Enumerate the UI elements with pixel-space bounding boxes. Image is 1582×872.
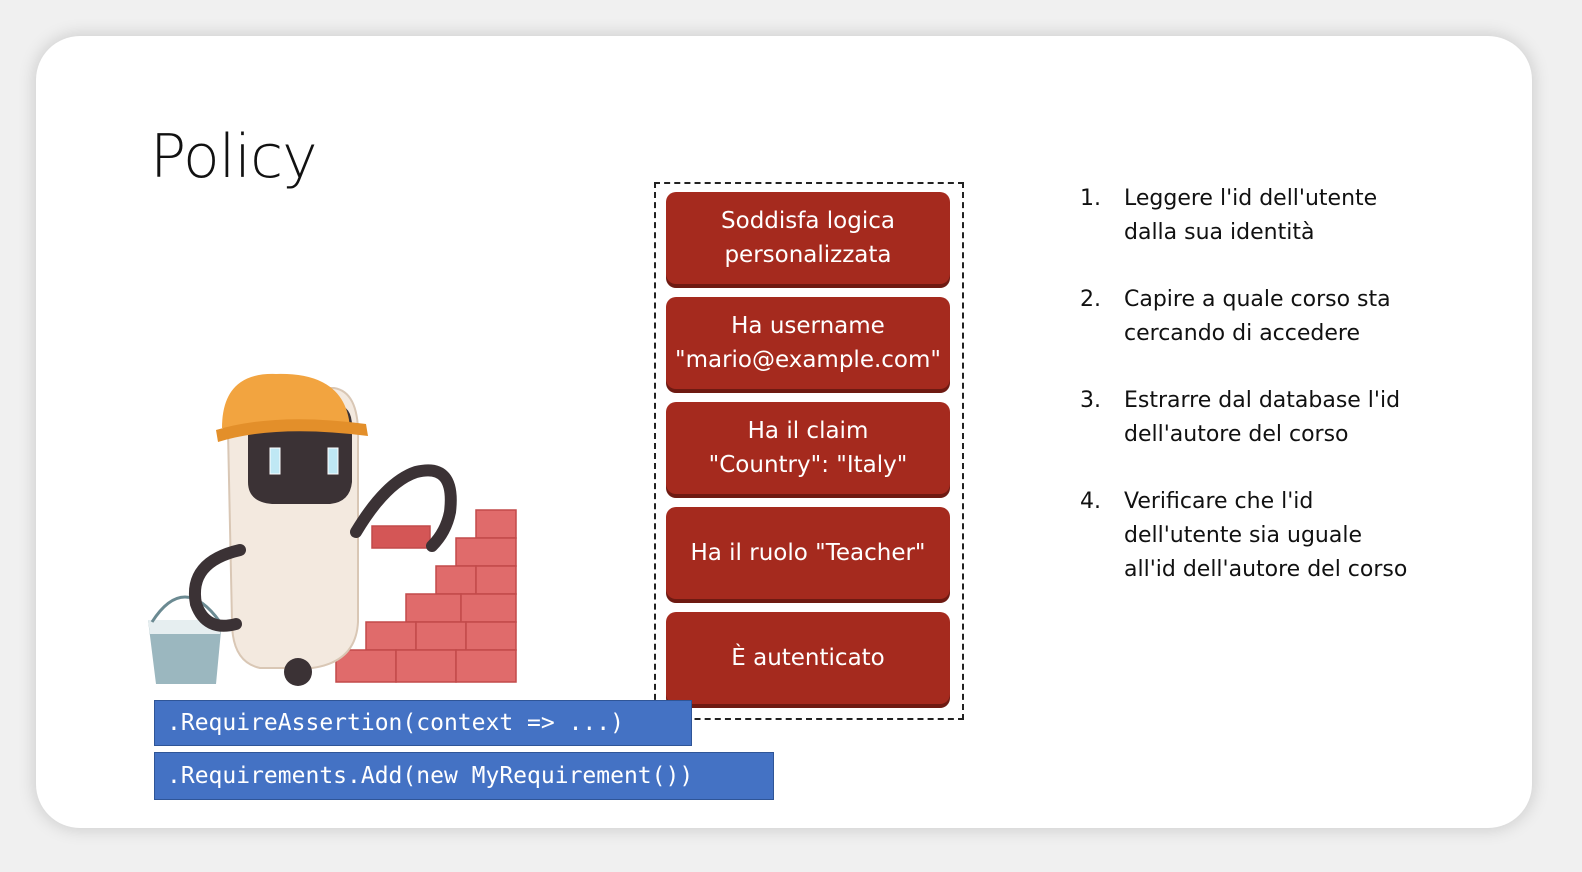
step-text: Estrarre dal database l'id dell'autore d… xyxy=(1124,388,1401,447)
code-requirements-add: .Requirements.Add(new MyRequirement()) xyxy=(154,752,774,800)
requirement-username: Ha username "mario@example.com" xyxy=(666,297,950,389)
step-number: 2. xyxy=(1080,287,1101,312)
list-item: 3. Estrarre dal database l'id dell'autor… xyxy=(1080,384,1480,452)
robot-builder-illustration xyxy=(148,373,517,686)
step-text: Verificare che l'id dell'utente sia ugua… xyxy=(1124,489,1408,582)
brick-wall-icon xyxy=(335,509,517,683)
code-require-assertion: .RequireAssertion(context => ...) xyxy=(154,700,692,746)
step-number: 3. xyxy=(1080,388,1101,413)
slide: Policy So xyxy=(36,36,1532,828)
step-text: Capire a quale corso sta cercando di acc… xyxy=(1124,287,1391,346)
requirement-custom-logic: Soddisfa logica personalizzata xyxy=(666,192,950,284)
list-item: 1. Leggere l'id dell'utente dalla sua id… xyxy=(1080,182,1480,250)
step-number: 1. xyxy=(1080,186,1101,211)
steps-list: 1. Leggere l'id dell'utente dalla sua id… xyxy=(1080,182,1480,620)
requirement-role: Ha il ruolo "Teacher" xyxy=(666,507,950,599)
requirement-authenticated: È autenticato xyxy=(666,612,950,704)
step-text: Leggere l'id dell'utente dalla sua ident… xyxy=(1124,186,1378,245)
list-item: 4. Verificare che l'id dell'utente sia u… xyxy=(1080,485,1480,587)
step-number: 4. xyxy=(1080,489,1101,514)
slide-title: Policy xyxy=(150,122,318,192)
requirement-claim: Ha il claim "Country": "Italy" xyxy=(666,402,950,494)
bucket-icon xyxy=(148,595,222,684)
list-item: 2. Capire a quale corso sta cercando di … xyxy=(1080,283,1480,351)
requirements-stack: Soddisfa logica personalizzata Ha userna… xyxy=(654,182,964,720)
